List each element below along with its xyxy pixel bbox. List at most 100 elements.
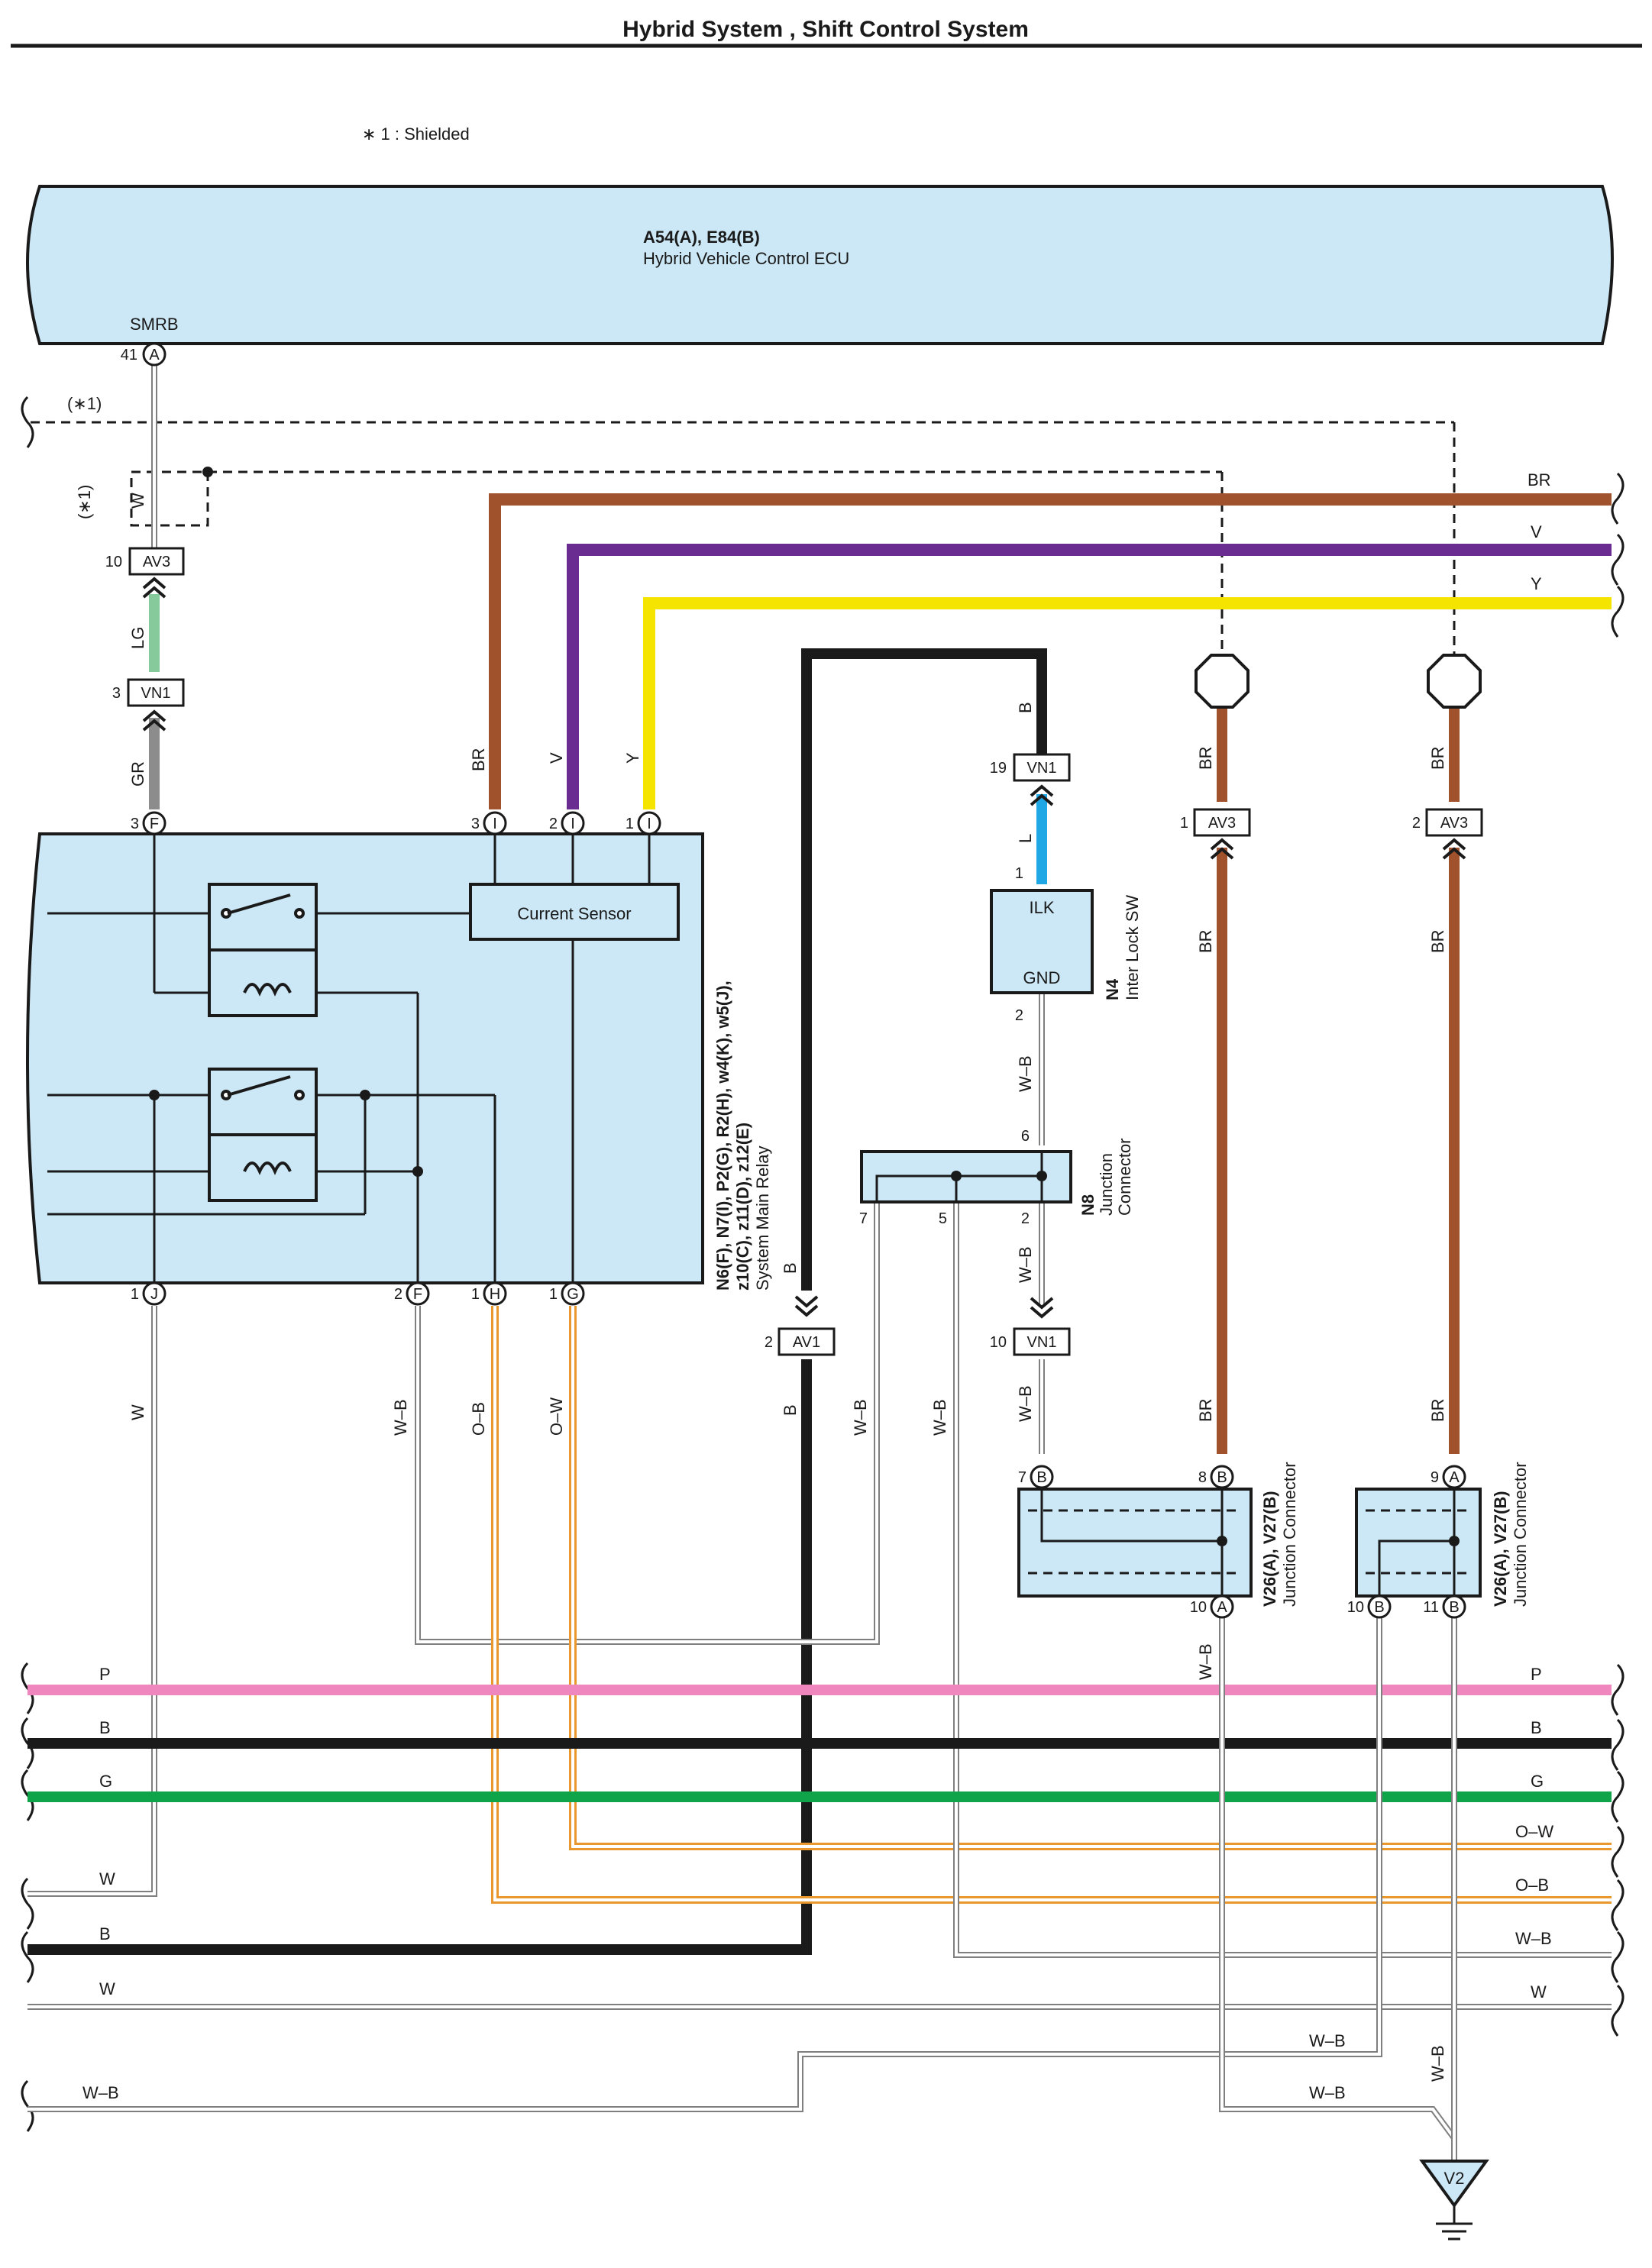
svg-text:1: 1 xyxy=(131,1286,139,1303)
svg-text:L: L xyxy=(1016,834,1035,843)
svg-text:41: 41 xyxy=(121,347,137,363)
relay-top-pin-2: I2 xyxy=(549,811,585,835)
ecu-box xyxy=(26,185,1614,345)
svg-text:G: G xyxy=(567,1286,579,1303)
v26-1-code: V26(A), V27(B) xyxy=(1260,1491,1279,1607)
svg-text:2: 2 xyxy=(549,816,558,832)
svg-text:1: 1 xyxy=(626,816,634,832)
svg-text:BR: BR xyxy=(1428,1398,1447,1422)
n8-code: N8 xyxy=(1078,1194,1098,1216)
relay-top-pin-1: I3 xyxy=(471,811,507,835)
svg-text:H: H xyxy=(490,1286,500,1303)
svg-text:BR: BR xyxy=(1528,470,1551,489)
svg-text:W: W xyxy=(1531,1982,1547,2001)
svg-text:VN1: VN1 xyxy=(1027,1334,1057,1351)
svg-text:10: 10 xyxy=(1190,1599,1207,1616)
svg-text:BR: BR xyxy=(1428,929,1447,953)
svg-text:J: J xyxy=(150,1286,158,1303)
svg-text:I: I xyxy=(571,816,575,832)
junction-v26-1-box xyxy=(1017,1488,1253,1598)
svg-text:7: 7 xyxy=(1018,1469,1026,1486)
v26-2-bottom-pin-0: B10 xyxy=(1347,1594,1392,1619)
interlock-pin-top-num: 1 xyxy=(1015,865,1023,882)
svg-text:O–B: O–B xyxy=(1515,1875,1549,1895)
relay-code-line2: z10(C), z11(D), z12(E) xyxy=(733,1123,752,1291)
relay-caption: N6(F), N7(I), P2(G), R2(H), w4(K), w5(J)… xyxy=(713,981,772,1291)
shield-lines xyxy=(31,421,1456,663)
svg-text:P: P xyxy=(1531,1665,1542,1684)
relay-bottom-pin-0: J1 xyxy=(131,1281,166,1306)
wire-br-main xyxy=(489,493,1612,809)
svg-text:BR: BR xyxy=(1196,929,1215,953)
svg-text:BR: BR xyxy=(1428,746,1447,770)
relay-2 xyxy=(208,1068,318,1202)
svg-text:1: 1 xyxy=(549,1286,558,1303)
v26-2-code: V26(A), V27(B) xyxy=(1491,1491,1510,1607)
junction-v26-2-internal xyxy=(1366,1489,1471,1596)
wire-n8-5-wb xyxy=(953,1202,1612,1958)
wire-relay-j-w xyxy=(27,1306,157,1897)
svg-text:AV3: AV3 xyxy=(1208,815,1236,832)
wire-labels: LG GR BR V Y B L W–B W–B W–B BR BR BR BR… xyxy=(82,470,1553,2102)
svg-text:BR: BR xyxy=(1196,1398,1215,1422)
connector-av1-2: AV1 2 xyxy=(765,1295,836,1356)
junction-v26-2-box xyxy=(1355,1488,1482,1598)
relay-top-pin-3: I1 xyxy=(626,811,661,835)
svg-text:W–B: W–B xyxy=(391,1399,410,1436)
shield-ground-octagon-2 xyxy=(1427,654,1482,709)
svg-text:O–W: O–W xyxy=(1515,1822,1553,1841)
connector-av3-1: AV3 1 xyxy=(1180,808,1251,860)
svg-text:W–B: W–B xyxy=(1309,2031,1346,2050)
svg-text:9: 9 xyxy=(1431,1469,1439,1486)
connector-vn1-19: VN1 19 xyxy=(990,753,1071,806)
svg-text:B: B xyxy=(99,1718,111,1737)
wire-b-av1-down xyxy=(27,1359,812,1955)
relay-top-pin-0: F3 xyxy=(131,811,166,835)
v26-1-bottom-pin-0: A10 xyxy=(1190,1594,1234,1619)
svg-text:2: 2 xyxy=(394,1286,402,1303)
svg-text:F: F xyxy=(150,816,159,832)
svg-text:A: A xyxy=(1449,1469,1460,1486)
relay-internal-lines xyxy=(47,834,651,1283)
shield-ground-octagon-1 xyxy=(1195,654,1250,709)
v26-1-top-pin-0: B7 xyxy=(1018,1465,1054,1489)
n8-name-line2: Connector xyxy=(1115,1138,1134,1216)
svg-text:W–B: W–B xyxy=(1016,1055,1035,1092)
relay-name: System Main Relay xyxy=(753,1145,772,1291)
wire-wb-ground xyxy=(27,1611,1457,2161)
svg-text:P: P xyxy=(99,1665,111,1684)
svg-text:W–B: W–B xyxy=(930,1399,949,1436)
svg-text:1: 1 xyxy=(471,1286,480,1303)
current-sensor-label: Current Sensor xyxy=(517,904,631,923)
ecu-pin-smrb: A 41 xyxy=(121,342,166,367)
svg-text:B: B xyxy=(1449,1599,1459,1616)
svg-text:VN1: VN1 xyxy=(1027,760,1057,777)
interlock-name: Inter Lock SW xyxy=(1123,895,1142,1000)
svg-text:I: I xyxy=(493,816,497,832)
break-marks-right xyxy=(1611,472,1625,2037)
svg-text:W–B: W–B xyxy=(1016,1385,1035,1422)
current-sensor-box xyxy=(469,883,680,941)
n8-pin-bottom-right: 2 xyxy=(1021,1210,1030,1227)
svg-text:B: B xyxy=(1016,702,1035,713)
shield-node xyxy=(202,467,213,477)
n8-name-line1: Junction xyxy=(1097,1153,1116,1216)
relay-bottom-pin-3: G1 xyxy=(549,1281,585,1306)
svg-text:W–B: W–B xyxy=(1428,2045,1447,2082)
ecu-code: A54(A), E84(B) xyxy=(643,228,760,247)
svg-text:2: 2 xyxy=(765,1334,773,1351)
v26-2-name: Junction Connector xyxy=(1511,1462,1530,1607)
shielded-wire-label: W xyxy=(128,493,147,509)
svg-text:GR: GR xyxy=(128,761,147,787)
v26-1-top-pin-1: B8 xyxy=(1198,1465,1234,1489)
svg-text:F: F xyxy=(413,1286,422,1303)
svg-text:1: 1 xyxy=(1180,815,1188,832)
ecu-name: Hybrid Vehicle Control ECU xyxy=(643,249,849,268)
svg-text:VN1: VN1 xyxy=(141,685,171,702)
svg-text:3: 3 xyxy=(471,816,480,832)
junction-n8-dot-2 xyxy=(1036,1171,1047,1181)
svg-text:W: W xyxy=(99,1869,115,1888)
relay-code-line1: N6(F), N7(I), P2(G), R2(H), w4(K), w5(J)… xyxy=(713,981,732,1291)
